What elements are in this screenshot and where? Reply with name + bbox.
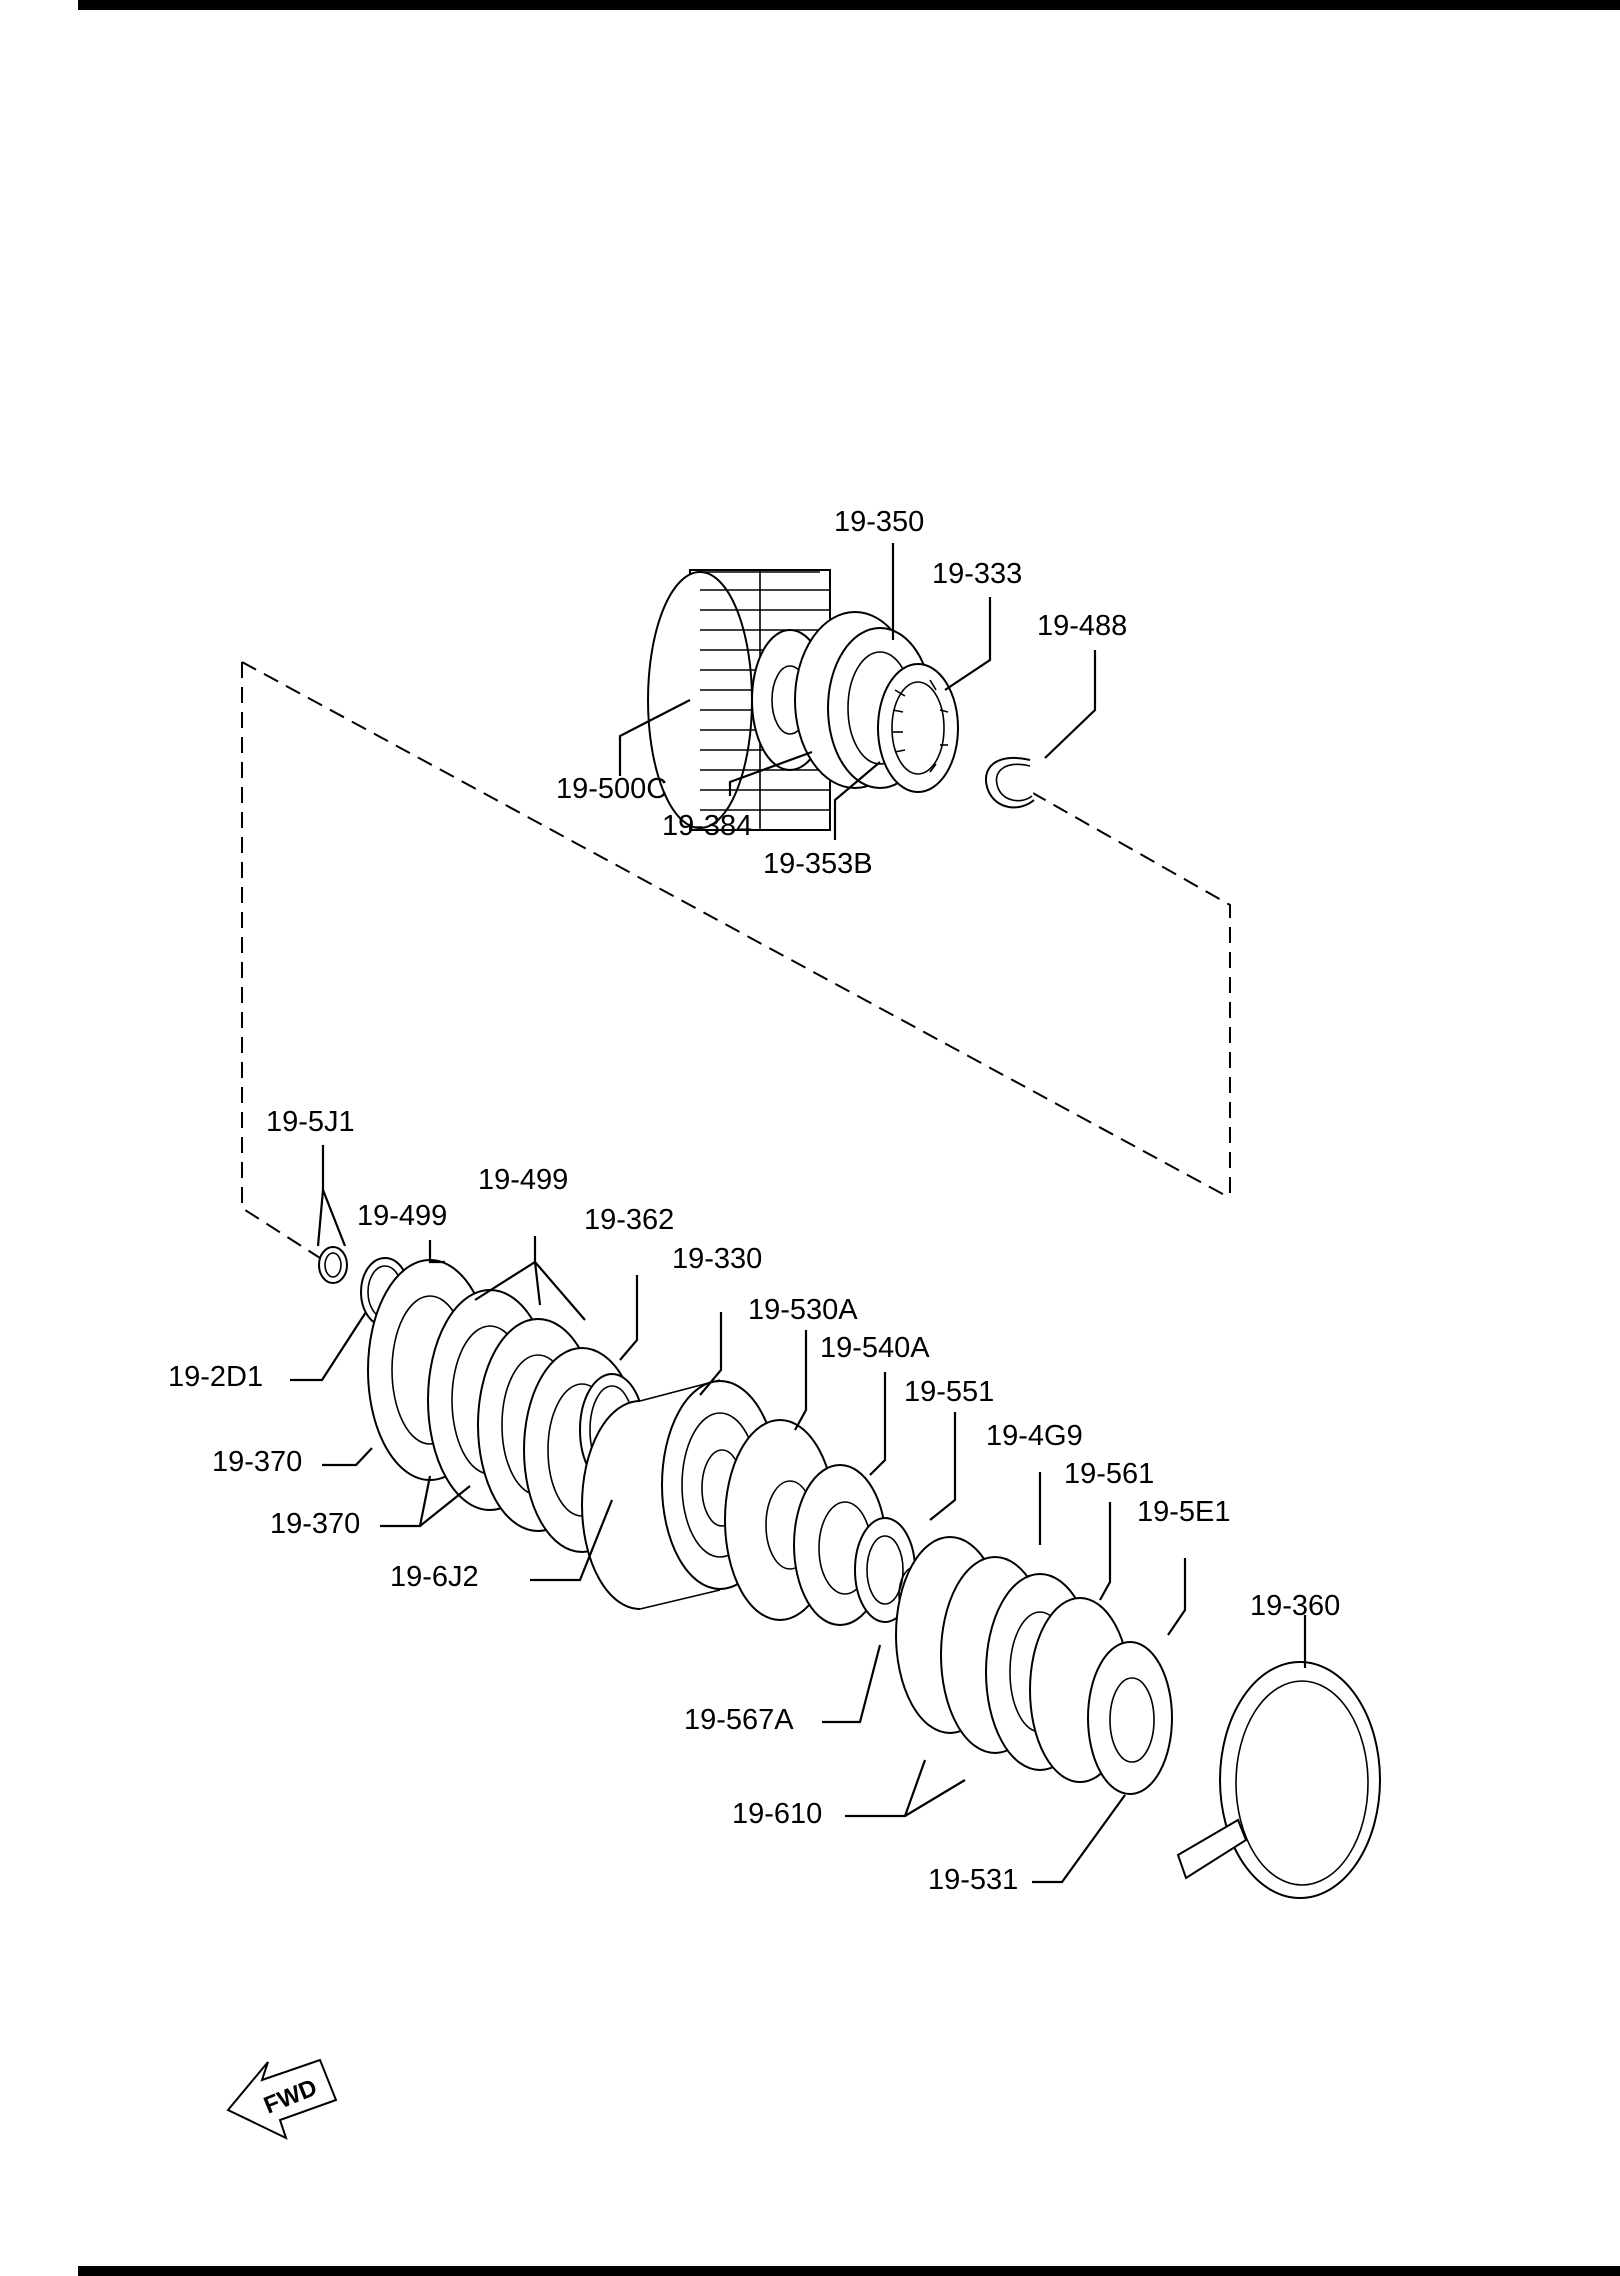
callout-19-530A: 19-530A xyxy=(748,1294,858,1326)
callout-19-370-group: 19-370 xyxy=(270,1508,361,1540)
callout-19-500C: 19-500C xyxy=(556,773,668,805)
callout-19-370-left: 19-370 xyxy=(212,1446,303,1478)
callout-19-5J1: 19-5J1 xyxy=(266,1106,355,1138)
callout-19-333: 19-333 xyxy=(932,558,1023,590)
callout-19-488: 19-488 xyxy=(1037,610,1128,642)
callout-19-567A: 19-567A xyxy=(684,1704,794,1736)
callout-19-6J2: 19-6J2 xyxy=(390,1561,479,1593)
callout-19-2D1: 19-2D1 xyxy=(168,1361,264,1393)
callout-19-610: 19-610 xyxy=(732,1798,823,1830)
callout-19-499-right: 19-499 xyxy=(478,1164,569,1196)
assembly-guide-dashed-right xyxy=(1009,779,1231,1198)
clutch-drum-assembly xyxy=(318,1246,1381,1899)
callout-19-330: 19-330 xyxy=(672,1243,763,1275)
assembly-guide-dashed xyxy=(241,662,321,1259)
top-border-rule xyxy=(78,0,1620,10)
callout-19-353B: 19-353B xyxy=(763,848,873,880)
callout-19-540A: 19-540A xyxy=(820,1332,930,1364)
bottom-border-rule xyxy=(78,2266,1620,2276)
callout-19-499-left: 19-499 xyxy=(357,1200,448,1232)
assembly-guide-dashed-diagonal xyxy=(241,661,1231,1199)
leader-lines xyxy=(290,543,1307,1884)
callout-19-531: 19-531 xyxy=(928,1864,1019,1896)
callout-19-350: 19-350 xyxy=(834,506,925,538)
callout-19-4G9: 19-4G9 xyxy=(986,1420,1083,1452)
forward-direction-arrow: FWD xyxy=(226,2058,338,2140)
callout-19-5E1: 19-5E1 xyxy=(1137,1496,1231,1528)
planetary-gear-assembly xyxy=(647,569,1035,831)
callout-19-551: 19-551 xyxy=(904,1376,995,1408)
callout-19-561: 19-561 xyxy=(1064,1458,1155,1490)
callout-19-360: 19-360 xyxy=(1250,1590,1341,1622)
callout-19-362: 19-362 xyxy=(584,1204,675,1236)
callout-19-384: 19-384 xyxy=(662,810,753,842)
